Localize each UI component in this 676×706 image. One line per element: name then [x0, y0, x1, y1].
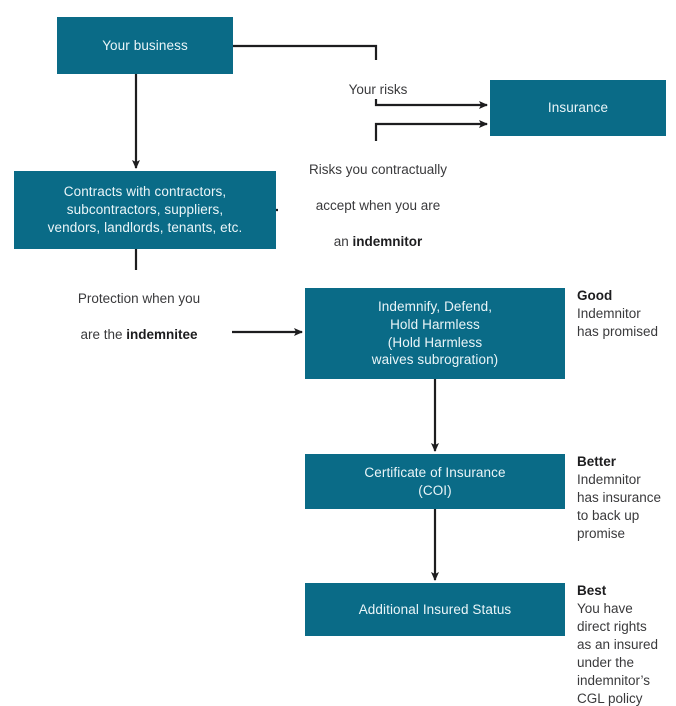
annotation-better: Better Indemnitor has insurance to back … — [577, 453, 676, 543]
edge-label-your-risks-text: Your risks — [348, 82, 408, 98]
node-insurance-label: Insurance — [547, 100, 609, 116]
edge-business-to-insurance-seg1 — [233, 44, 378, 60]
annotation-best-title: Best — [577, 583, 607, 598]
annotation-good-title: Good — [577, 288, 613, 303]
annotation-best: Best You have direct rights as an insure… — [577, 582, 676, 706]
node-your-business-label: Your business — [102, 37, 188, 53]
edge-label-contractual-line1: Risks you contractually — [308, 162, 448, 178]
annotation-best-body: You have direct rights as an insured und… — [577, 601, 659, 706]
annotation-better-title: Better — [577, 454, 617, 469]
edge-contracts-to-insurance-seg2 — [374, 120, 488, 141]
node-additional-insured-status-label: Additional Insured Status — [358, 601, 512, 617]
node-additional-insured-status[interactable]: Additional Insured Status — [305, 583, 565, 636]
edge-label-contractual-line2: accept when you are — [315, 198, 441, 214]
node-indemnify-defend-hold-harmless[interactable]: Indemnify, Defend, Hold Harmless (Hold H… — [305, 288, 565, 379]
edge-label-your-risks: Your risks — [318, 63, 438, 100]
edge-label-contractual-line3-prefix: an — [333, 234, 353, 250]
node-coi-label: Certificate of Insurance (COI) — [364, 464, 506, 498]
annotation-good: Good Indemnitor has promised — [577, 287, 676, 341]
node-certificate-of-insurance[interactable]: Certificate of Insurance (COI) — [305, 454, 565, 509]
edge-label-protection-line1: Protection when you — [77, 291, 201, 307]
edge-label-contractual-indemnitor: indemnitor — [352, 234, 423, 250]
edge-label-protection-indemnitee: indemnitee — [126, 327, 198, 343]
edge-label-contractual-risks: Risks you contractually accept when you … — [278, 143, 478, 252]
node-insurance[interactable]: Insurance — [490, 80, 666, 136]
edge-label-protection-line2-prefix: are the — [80, 327, 127, 343]
node-contracts[interactable]: Contracts with contractors, subcontracto… — [14, 171, 276, 249]
annotation-good-body: Indemnitor has promised — [577, 306, 659, 340]
node-contracts-label: Contracts with contractors, subcontracto… — [47, 184, 243, 235]
node-indemnify-label: Indemnify, Defend, Hold Harmless (Hold H… — [371, 298, 499, 368]
edge-label-protection: Protection when you are the indemnitee — [46, 272, 232, 345]
annotation-better-body: Indemnitor has insurance to back up prom… — [577, 472, 662, 542]
node-your-business[interactable]: Your business — [57, 17, 233, 74]
